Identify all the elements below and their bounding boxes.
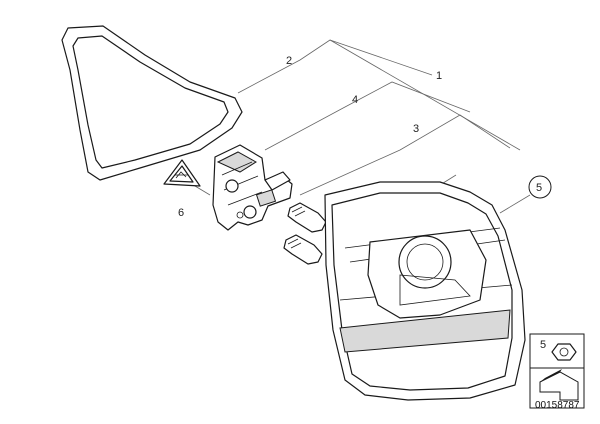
bulb-lower-part [283, 234, 323, 265]
warning-label-part [163, 159, 201, 187]
inset-label: 5 [540, 339, 546, 351]
callout-1: 1 [436, 70, 442, 82]
inset-box: 5 [529, 333, 585, 409]
callout-6: 6 [178, 207, 184, 219]
bulb-upper-part [287, 202, 327, 233]
callout-3: 3 [413, 123, 419, 135]
leader-lines [184, 39, 531, 214]
callout-2: 2 [286, 55, 292, 67]
nut-part [551, 343, 577, 361]
tail-lamp-part [324, 181, 526, 401]
reference-number: 00158787 [535, 400, 580, 411]
callout-5-circle: 5 [528, 175, 552, 199]
callout-5: 5 [536, 182, 542, 194]
arrow-icon [539, 369, 579, 401]
callout-4: 4 [352, 94, 358, 106]
bulb-holder-part [212, 144, 293, 231]
side-seal-part [61, 25, 243, 181]
